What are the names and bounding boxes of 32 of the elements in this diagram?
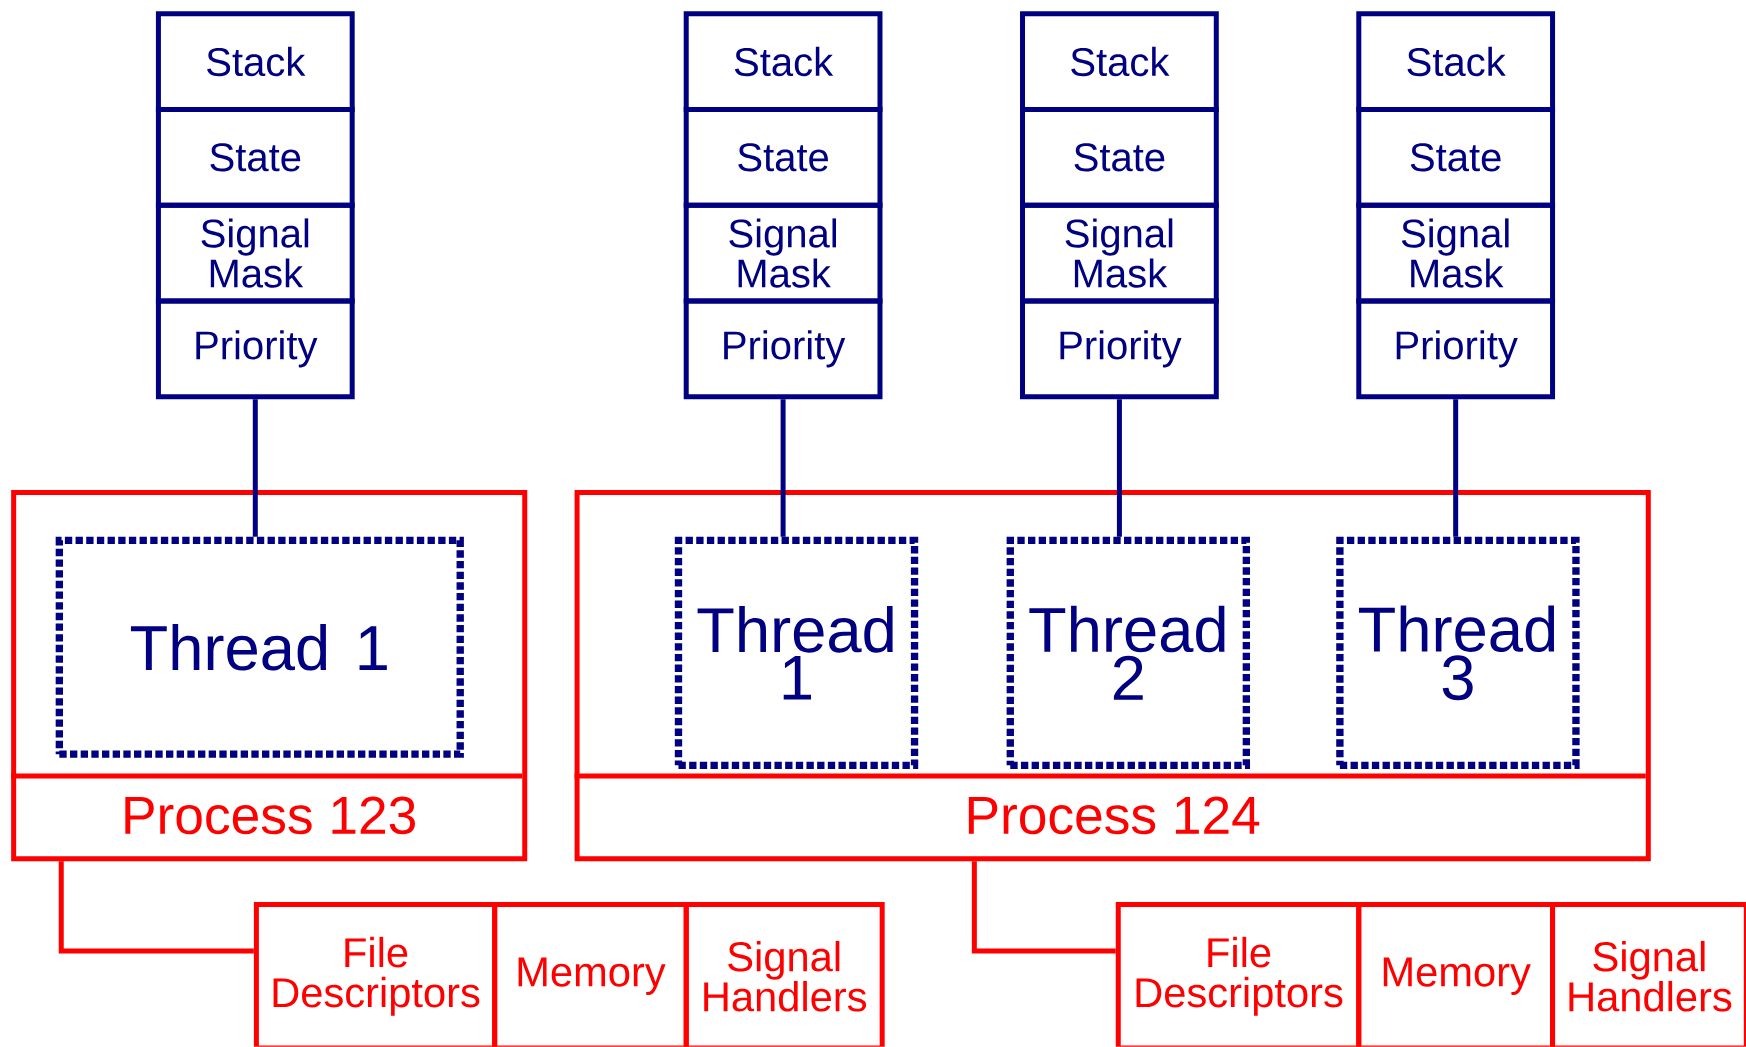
thread-box: Thread 3: [1336, 536, 1580, 770]
thread-box: Thread 1: [55, 536, 464, 758]
resource-cell: Memory: [1356, 902, 1556, 1047]
connector-line: [58, 861, 254, 954]
connector-line: [252, 399, 258, 537]
resource-cell: Signal Handlers: [683, 902, 885, 1047]
resource-cell: Signal Handlers: [1550, 902, 1746, 1047]
stack-cell: Priority: [1356, 298, 1556, 400]
stack-cell: Priority: [683, 298, 883, 400]
stack-cell: Stack: [155, 11, 355, 113]
resource-cell: Memory: [492, 902, 689, 1047]
resource-cell: File Descriptors: [1115, 902, 1362, 1047]
resource-cell: File Descriptors: [253, 902, 498, 1047]
stack-cell: State: [1020, 107, 1219, 208]
thread-box: Thread 2: [1006, 536, 1250, 770]
stack-cell: Priority: [155, 298, 355, 400]
stack-cell: Signal Mask: [1020, 202, 1219, 304]
stack-cell: Stack: [683, 11, 883, 113]
stack-cell: State: [155, 107, 355, 208]
connector-line: [1116, 399, 1122, 537]
stack-cell: Signal Mask: [1356, 202, 1556, 304]
stack-cell: State: [1356, 107, 1556, 208]
thread-box: Thread 1: [674, 536, 919, 770]
stack-cell: Priority: [1020, 298, 1219, 400]
stack-cell: Stack: [1020, 11, 1219, 113]
stack-cell: Signal Mask: [155, 202, 355, 304]
stack-cell: Signal Mask: [683, 202, 883, 304]
stack-cell: Stack: [1356, 11, 1556, 113]
connector-line: [1453, 399, 1459, 537]
connector-line: [780, 399, 786, 537]
connector-line: [971, 861, 1116, 954]
stack-cell: State: [683, 107, 883, 208]
